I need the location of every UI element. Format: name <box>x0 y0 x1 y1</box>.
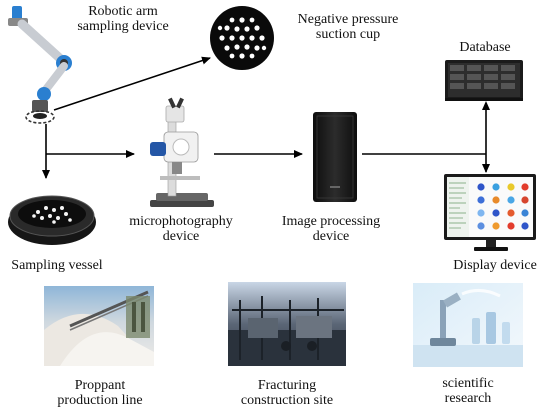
label-image-processing: Image processing device <box>281 214 381 244</box>
arrow-arm-to-suction-cup <box>53 56 211 111</box>
image-processing-device-image <box>313 112 357 202</box>
label-database: Database <box>459 40 511 55</box>
scientific-research-photo <box>413 283 523 367</box>
sampling-vessel-image <box>8 195 96 245</box>
microscope-image <box>150 97 214 207</box>
label-fracturing-site: Fracturing construction site <box>240 378 334 408</box>
robotic-arm-image <box>8 6 72 124</box>
suction-cup-image <box>210 6 274 70</box>
label-sampling-vessel: Sampling vessel <box>11 258 103 273</box>
label-display-device: Display device <box>453 258 537 273</box>
database-image <box>445 60 523 101</box>
fracturing-construction-site-photo <box>228 282 346 366</box>
label-suction-cup: Negative pressure suction cup <box>297 12 399 42</box>
label-robotic-arm: Robotic arm sampling device <box>77 4 169 34</box>
label-scientific-research: scientific research <box>442 376 494 406</box>
display-device-image <box>444 174 536 251</box>
label-proppant-line: Proppant production line <box>57 378 143 408</box>
label-microphotography: microphotography device <box>129 214 233 244</box>
proppant-production-line-photo <box>44 286 154 366</box>
connectors <box>42 56 490 179</box>
